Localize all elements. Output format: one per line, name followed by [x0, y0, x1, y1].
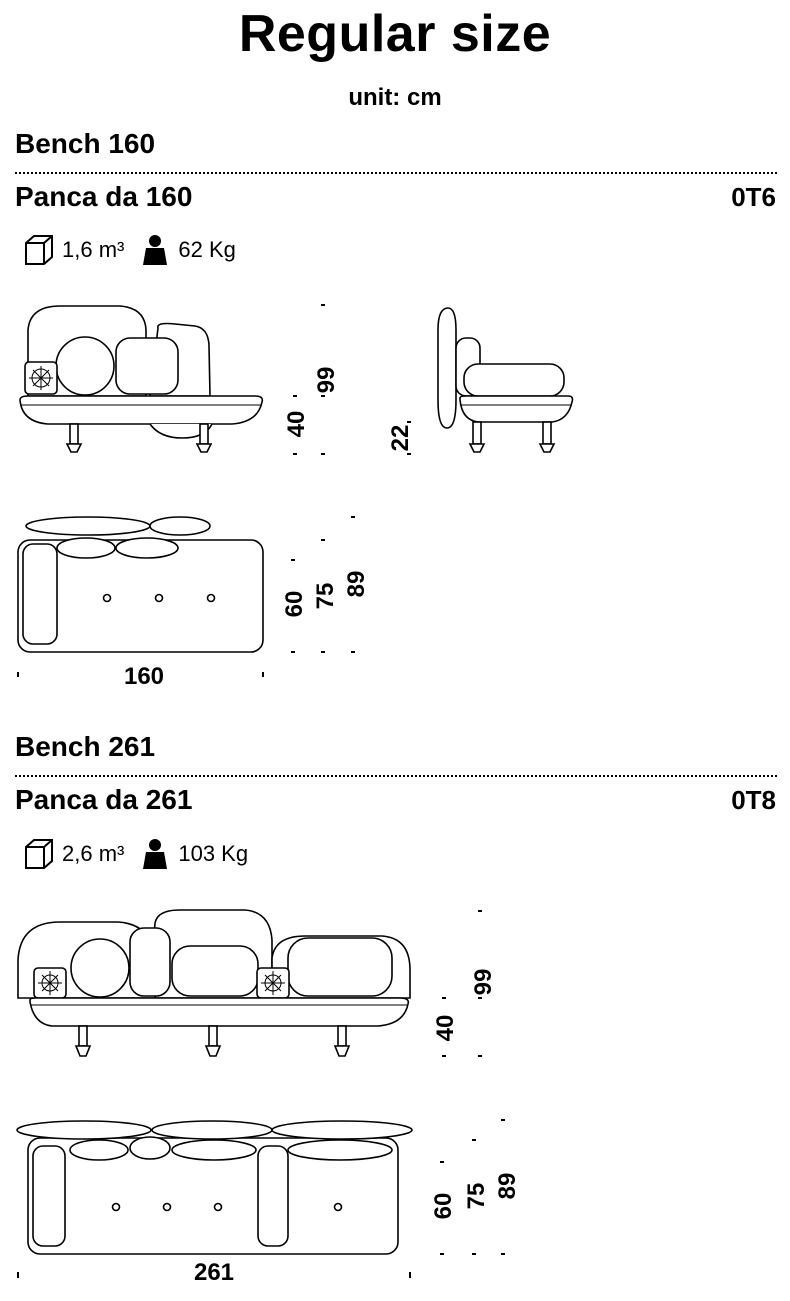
unit-label: unit: cm [348, 84, 442, 111]
divider [15, 172, 777, 174]
dim-arm-height: 22 [387, 425, 414, 452]
cube-icon [25, 235, 53, 265]
dim-width: 261 [194, 1259, 234, 1286]
dim-depth-a: 60 [281, 591, 308, 618]
section-title-it: Panca da 261 [15, 784, 193, 815]
bench-160-front-view: 99 40 22 [19, 304, 414, 455]
spec-row: 2,6 m³ 103 Kg [24, 834, 264, 874]
dim-depth-b: 75 [463, 1183, 490, 1210]
bench-160-top-view: 60 75 89 160 [17, 516, 370, 690]
dim-depth-c: 89 [494, 1173, 521, 1200]
section-title-en: Bench 261 [15, 731, 156, 762]
volume-value: 1,6 m³ [62, 237, 125, 262]
cube-icon [25, 839, 53, 869]
bench-261-front-view: 99 40 [17, 909, 497, 1057]
product-code: 0T8 [731, 785, 776, 815]
dim-height: 99 [313, 367, 340, 394]
dim-seat-height: 40 [283, 411, 310, 438]
weight-value: 62 Kg [178, 237, 236, 262]
dim-height: 99 [470, 969, 497, 996]
page-title: Regular size [238, 5, 552, 63]
dim-depth-a: 60 [430, 1193, 457, 1220]
weight-value: 103 Kg [178, 841, 249, 866]
bench-261-top-view: 60 75 89 261 [16, 1119, 521, 1286]
section-title-en: Bench 160 [15, 128, 156, 159]
section-title-it: Panca da 160 [15, 181, 193, 212]
weight-icon [143, 839, 168, 869]
spec-row: 1,6 m³ 62 Kg [24, 230, 252, 270]
dim-depth-b: 75 [312, 583, 339, 610]
volume-value: 2,6 m³ [62, 841, 125, 866]
product-code: 0T6 [731, 182, 776, 212]
dim-depth-c: 89 [343, 571, 370, 598]
bench-160-side-view [437, 307, 574, 453]
divider [15, 775, 777, 777]
weight-icon [143, 235, 168, 265]
dim-width: 160 [124, 663, 164, 690]
dim-seat-height: 40 [432, 1015, 459, 1042]
